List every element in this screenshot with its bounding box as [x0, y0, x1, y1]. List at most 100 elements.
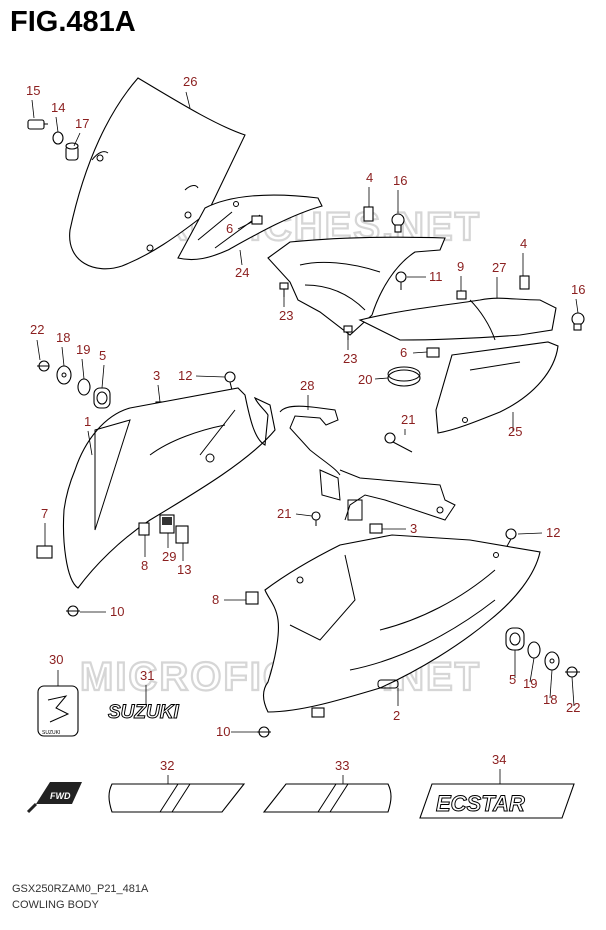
screw-16-right: [571, 312, 585, 331]
screw-21-upper: [384, 432, 413, 453]
pad-13: [175, 525, 189, 544]
callout-c31: 31: [140, 668, 154, 683]
leader-c3a: [157, 384, 161, 403]
callout-c22a: 22: [30, 322, 44, 337]
screw-23-upper: [279, 282, 289, 297]
stripe-decal-32: [108, 783, 246, 813]
callout-c30: 30: [49, 652, 63, 667]
leader-c1: [87, 430, 93, 456]
callout-c16a: 16: [393, 173, 407, 188]
callout-c21b: 21: [277, 506, 291, 521]
callout-c5b: 5: [509, 672, 516, 687]
leader-c6b: [412, 351, 428, 354]
callout-c2: 2: [393, 708, 400, 723]
clip-6-upper: [251, 215, 263, 225]
nut-4-right: [519, 275, 530, 290]
callout-c4a: 4: [366, 170, 373, 185]
callout-c5a: 5: [99, 348, 106, 363]
screw-21-lower: [311, 511, 321, 526]
leader-c18a: [61, 346, 65, 367]
callout-c19a: 19: [76, 342, 90, 357]
washer-18-left: [56, 365, 72, 385]
callout-c3b: 3: [410, 521, 417, 536]
callout-c10a: 10: [110, 604, 124, 619]
grommet-5-left: [93, 387, 111, 409]
screw-22-right: [565, 666, 580, 678]
leader-c19b: [529, 657, 535, 683]
leader-c15: [31, 99, 35, 119]
callout-c12a: 12: [178, 368, 192, 383]
collar-19-left: [77, 378, 91, 396]
instrument-cover-27: [267, 236, 557, 341]
callout-c12b: 12: [546, 525, 560, 540]
callout-c13: 13: [177, 562, 191, 577]
leader-c22a: [36, 339, 41, 361]
screw-16-upper: [391, 213, 405, 233]
inner-panel-24: [177, 194, 323, 261]
fwd-arrow-decal: FWD: [26, 782, 82, 814]
screw-15: [27, 119, 48, 130]
clip-7: [36, 545, 53, 559]
callout-c18a: 18: [56, 330, 70, 345]
grommet-9: [456, 290, 467, 300]
washer-14: [52, 131, 64, 145]
callout-c23b: 23: [343, 351, 357, 366]
nut-17: [65, 142, 79, 161]
pad-29: [159, 514, 175, 534]
nut-4-upper: [363, 206, 374, 222]
side-cowl-2: [262, 534, 541, 713]
side-cowl-1: [62, 387, 276, 589]
figure-title: FIG.481A: [10, 6, 136, 38]
callout-c27: 27: [492, 260, 506, 275]
pad-8-lower: [245, 591, 259, 605]
callout-c3a: 3: [153, 368, 160, 383]
callout-c24: 24: [235, 265, 249, 280]
callout-c19b: 19: [523, 676, 537, 691]
figure-caption: COWLING BODY: [12, 899, 99, 911]
callout-c11: 11: [429, 269, 443, 284]
washer-18-right: [544, 651, 560, 671]
callout-c20: 20: [358, 372, 372, 387]
leader-c6a: [237, 221, 253, 230]
callout-c4b: 4: [520, 236, 527, 251]
fwd-text: FWD: [50, 791, 71, 801]
emblem-30-text: SUZUKI: [42, 730, 60, 736]
leader-c21b: [295, 513, 313, 517]
clip-6-lower: [426, 347, 440, 358]
callout-c21a: 21: [401, 412, 415, 427]
pad-8-left: [138, 522, 150, 536]
leader-c14: [55, 116, 59, 133]
leader-c26: [185, 91, 191, 109]
callout-c9: 9: [457, 259, 464, 274]
screw-11: [395, 271, 407, 290]
callout-c7: 7: [41, 506, 48, 521]
callout-c22b: 22: [566, 700, 580, 715]
screw-23-lower: [343, 325, 353, 340]
stripe-decal-33: [262, 783, 392, 813]
callout-c8a: 8: [141, 558, 148, 573]
leader-c24: [239, 249, 243, 266]
callout-c15: 15: [26, 83, 40, 98]
callout-c16b: 16: [571, 282, 585, 297]
clip-3-lower: [369, 523, 383, 534]
ecstar-text: ECSTAR: [436, 791, 525, 816]
clip-lower-center: [311, 707, 325, 718]
callout-c28: 28: [300, 378, 314, 393]
callout-c6a: 6: [226, 221, 233, 236]
callout-c10b: 10: [216, 724, 230, 739]
callout-c23a: 23: [279, 308, 293, 323]
leader-c19a: [81, 358, 85, 380]
screw-10-right: [257, 726, 271, 738]
grommet-20: [387, 366, 421, 387]
callout-c6b: 6: [400, 345, 407, 360]
callout-c8b: 8: [212, 592, 219, 607]
leader-c17: [73, 132, 81, 147]
leader-c22b: [571, 676, 575, 707]
callout-c17: 17: [75, 116, 89, 131]
windscreen-part: [69, 77, 246, 270]
callout-c1: 1: [84, 414, 91, 429]
emblem-31: SUZUKI: [108, 702, 180, 724]
